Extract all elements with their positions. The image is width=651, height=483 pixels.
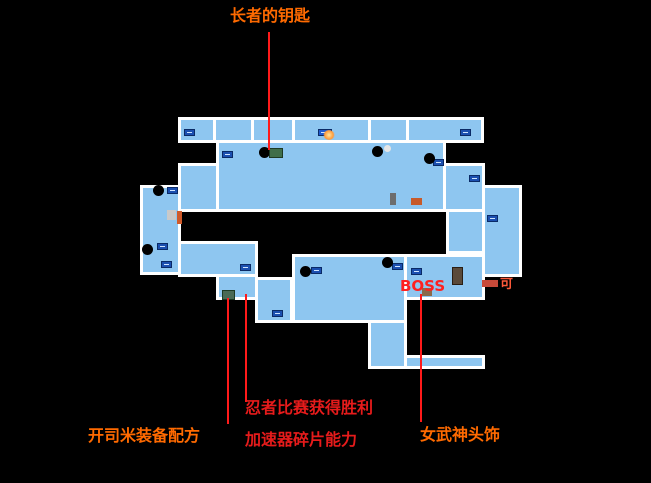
chest-icon[interactable] (157, 243, 168, 250)
enemy-marker-icon (300, 266, 311, 277)
enemy-marker-icon (372, 146, 383, 157)
chest-icon[interactable] (411, 268, 422, 275)
pointer-line-elder-key (268, 32, 270, 150)
player-marker-icon (384, 145, 391, 152)
room-upper-left (178, 163, 219, 212)
enemy-marker-icon (153, 185, 164, 196)
chest-icon[interactable] (487, 215, 498, 222)
enemy-marker-icon (142, 244, 153, 255)
boss-gate-icon[interactable] (482, 280, 498, 287)
flame-icon (323, 130, 335, 140)
enemy-marker-icon (382, 257, 393, 268)
room-top-divider-2 (251, 117, 254, 143)
boss-statue-icon[interactable] (452, 267, 463, 285)
pointer-line-recipe (227, 298, 229, 424)
chest-icon[interactable] (392, 263, 403, 270)
enemy-marker-icon (259, 147, 270, 158)
callout-accelerator-fragment: 加速器碎片能力 (245, 430, 358, 449)
room-boss (404, 254, 485, 300)
chest-icon[interactable] (161, 261, 172, 268)
chest-icon[interactable] (272, 310, 283, 317)
chest-icon[interactable] (433, 159, 444, 166)
room-top-divider-4 (368, 117, 371, 143)
key-item-icon[interactable] (269, 148, 283, 158)
enemy-marker-icon (424, 153, 435, 164)
callout-valkyrie-headgear: 女武神头饰 (420, 425, 501, 444)
room-upper-right (443, 163, 485, 212)
door-icon[interactable] (177, 211, 182, 224)
chest-icon[interactable] (240, 264, 251, 271)
treasure-icon[interactable] (411, 198, 422, 205)
npc-icon[interactable] (167, 210, 176, 220)
pointer-line-valkyrie (420, 294, 422, 422)
room-lower-left (178, 241, 258, 277)
room-top-divider-3 (292, 117, 295, 143)
room-top-divider-1 (213, 117, 216, 143)
room-upper-hall (216, 140, 446, 212)
headgear-item-icon[interactable] (422, 288, 432, 296)
boss-room-label: BOSS (400, 277, 446, 295)
chest-icon[interactable] (184, 129, 195, 136)
callout-kaisimi-recipe: 开司米装备配方 (88, 426, 201, 445)
callout-elder-key: 长者的钥匙 (230, 6, 311, 25)
room-right-connector (446, 209, 485, 254)
chest-icon[interactable] (460, 129, 471, 136)
chest-icon[interactable] (311, 267, 322, 274)
exit-gate-label: 可 (500, 277, 514, 292)
chest-icon[interactable] (222, 151, 233, 158)
room-far-right (482, 185, 522, 277)
chest-icon[interactable] (167, 187, 178, 194)
pointer-line-ninja (245, 294, 247, 402)
room-bottom-column (368, 320, 407, 369)
npc-icon[interactable] (390, 193, 396, 205)
room-top-divider-5 (406, 117, 409, 143)
room-bottom-corridor (404, 355, 485, 369)
callout-ninja-victory: 忍者比赛获得胜利 (245, 398, 374, 417)
chest-icon[interactable] (469, 175, 480, 182)
room-far-left (140, 185, 181, 275)
